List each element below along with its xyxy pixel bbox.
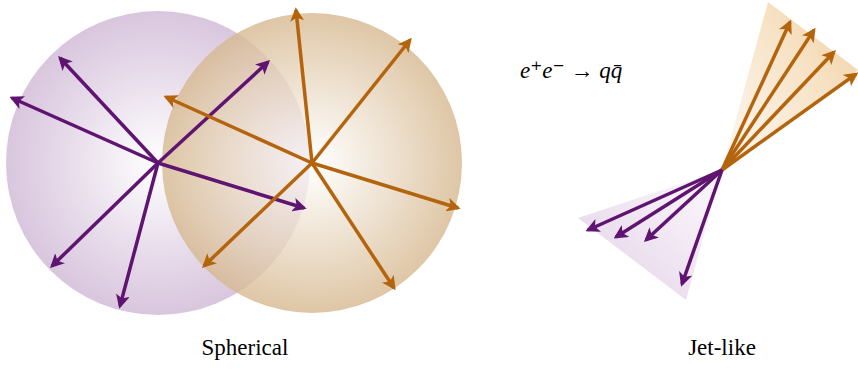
process-label: e⁺e⁻ → qq̄ xyxy=(520,58,622,83)
spherical-sphere xyxy=(162,13,462,313)
jet-arrows xyxy=(588,170,722,284)
jet-arrows xyxy=(722,22,856,170)
particle-arrows xyxy=(12,58,304,306)
jet-cone xyxy=(578,170,722,300)
panel-caption: Jet-like xyxy=(688,335,756,360)
particle-arrows xyxy=(166,10,458,288)
panel-caption: Spherical xyxy=(202,335,289,360)
jet-cone xyxy=(722,2,858,170)
